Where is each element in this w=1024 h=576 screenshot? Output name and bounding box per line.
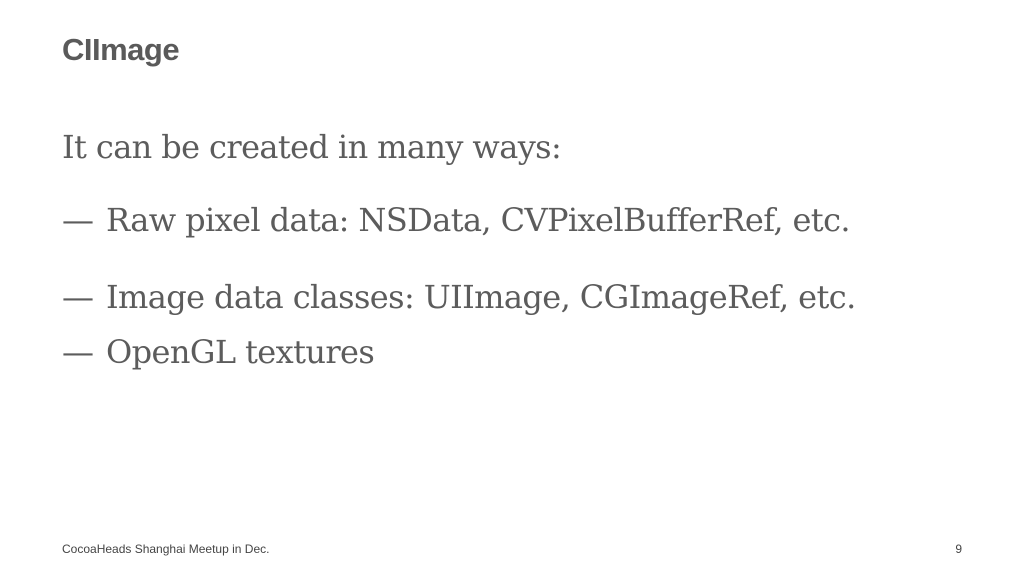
slide-title: CIImage [62, 32, 180, 67]
bullet-text: Raw pixel data: NSData, CVPixelBufferRef… [106, 201, 851, 239]
bullet-text: OpenGL textures [106, 333, 375, 371]
page-number: 9 [955, 542, 962, 556]
bullet-item: — OpenGL textures [62, 333, 375, 371]
bullet-item: — Image data classes: UIImage, CGImageRef… [62, 278, 856, 316]
bullet-marker: — [62, 278, 94, 316]
slide-footer: CocoaHeads Shanghai Meetup in Dec. [62, 542, 270, 556]
bullet-marker: — [62, 333, 94, 371]
intro-text: It can be created in many ways: [62, 128, 562, 166]
bullet-text: Image data classes: UIImage, CGImageRef,… [106, 278, 856, 316]
bullet-marker: — [62, 201, 94, 239]
bullet-item: — Raw pixel data: NSData, CVPixelBufferRe… [62, 201, 851, 239]
